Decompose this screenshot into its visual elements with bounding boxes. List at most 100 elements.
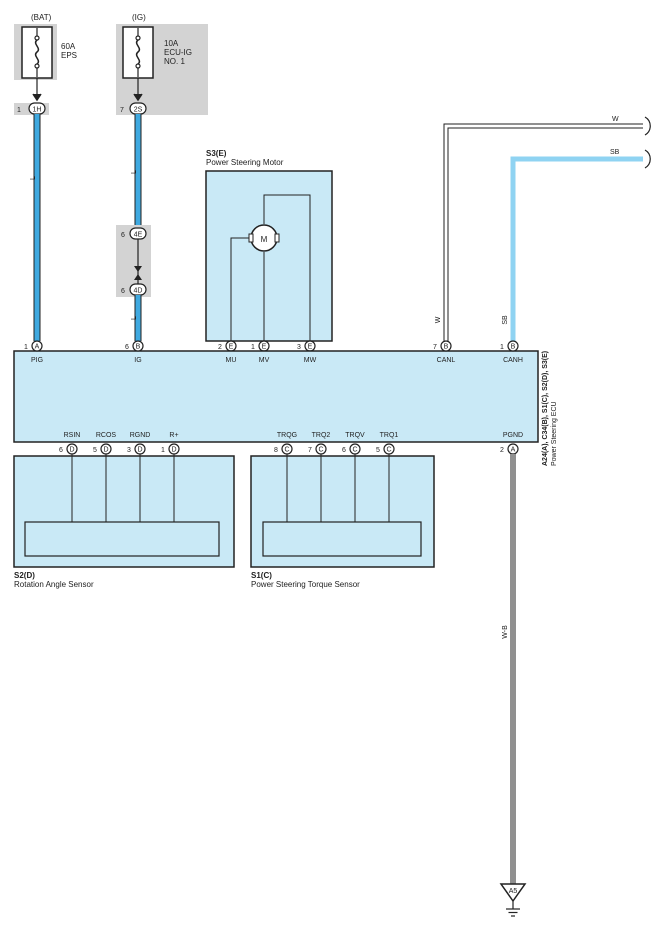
pin-number: 1 bbox=[251, 344, 255, 351]
ecu-label-mw: MW bbox=[304, 357, 317, 364]
ground-code: A5 bbox=[509, 888, 518, 895]
pin-conn: C bbox=[284, 447, 289, 454]
arrow-down-icon bbox=[134, 266, 142, 272]
torque-sensor-box[interactable] bbox=[250, 455, 435, 568]
pin-number: 1 bbox=[24, 344, 28, 351]
pin-number: 6 bbox=[59, 447, 63, 454]
torque-pin-trq1[interactable]: 5 C bbox=[376, 443, 395, 455]
rotation-pin-rplus[interactable]: 1 D bbox=[161, 443, 180, 455]
wire-canl[interactable] bbox=[443, 116, 651, 341]
ig-wire-color-lower: L bbox=[131, 316, 138, 320]
pin-conn: D bbox=[103, 447, 108, 454]
canh-wire-color-top: SB bbox=[610, 149, 620, 156]
ecu-pin-ig[interactable]: 6 B IG bbox=[125, 340, 144, 364]
torque-sensor-code: S1(C) bbox=[251, 571, 272, 580]
rotation-angle-sensor: 6 D 5 D 3 D 1 D S2(D) Rotation Angle Sen… bbox=[13, 443, 235, 589]
rotation-pin-rcos[interactable]: 5 D bbox=[93, 443, 112, 455]
pin-conn: A bbox=[511, 447, 516, 454]
pin-conn: E bbox=[262, 344, 267, 351]
ig-wire-color-upper: L bbox=[131, 170, 138, 174]
pin-conn: A bbox=[35, 344, 40, 351]
motor-name: Power Steering Motor bbox=[206, 158, 284, 167]
torque-pin-trqv[interactable]: 6 C bbox=[342, 443, 361, 455]
junction-bottom-pin: 6 bbox=[121, 288, 125, 295]
pin-number: 2 bbox=[218, 344, 222, 351]
ig-label: (IG) bbox=[132, 13, 146, 22]
rotation-pin-rsin[interactable]: 6 D bbox=[59, 443, 78, 455]
pin-conn: B bbox=[511, 344, 516, 351]
ecu-label-trqg: TRQG bbox=[277, 432, 297, 439]
motor-pin-mw[interactable]: 3 E bbox=[297, 340, 316, 352]
ecu-label-rgnd: RGND bbox=[130, 432, 151, 439]
pin-conn: C bbox=[386, 447, 391, 454]
fuse-icon bbox=[34, 28, 40, 77]
junction-bottom-code: 4D bbox=[134, 288, 143, 295]
ecu-pin-canl[interactable]: 7 B CANL bbox=[433, 340, 456, 364]
pin-number: 3 bbox=[297, 344, 301, 351]
motor-pin-mv[interactable]: 1 E bbox=[251, 340, 270, 352]
pin-conn: D bbox=[69, 447, 74, 454]
bat-fuse-rating: 60A bbox=[61, 42, 76, 51]
motor-symbol: M bbox=[261, 235, 268, 244]
ecu-pin-pig[interactable]: 1 A PIG bbox=[24, 340, 43, 364]
torque-pin-trq2[interactable]: 7 C bbox=[308, 443, 327, 455]
junction-top-code: 4E bbox=[134, 232, 143, 239]
ecu-box[interactable] bbox=[13, 350, 539, 443]
pin-number: 7 bbox=[308, 447, 312, 454]
arrow-up-icon bbox=[134, 274, 142, 280]
power-steering-motor: S3(E) Power Steering Motor M 2 E 1 E 3 E bbox=[205, 149, 333, 352]
pin-number: 5 bbox=[376, 447, 380, 454]
ground-point[interactable]: A5 bbox=[499, 883, 527, 917]
ig-connector-pin: 7 bbox=[120, 107, 124, 114]
pin-conn: C bbox=[352, 447, 357, 454]
power-steering-ecu: 1 A PIG 6 B IG MU MV MW 7 B CANL 1 B CAN… bbox=[13, 340, 558, 466]
pin-number: 1 bbox=[500, 344, 504, 351]
pin-number: 6 bbox=[342, 447, 346, 454]
bat-wire-color: L bbox=[30, 176, 37, 180]
torque-sensor-element bbox=[262, 521, 422, 557]
pin-number: 3 bbox=[127, 447, 131, 454]
ecu-label-mv: MV bbox=[259, 357, 270, 364]
pin-number: 8 bbox=[274, 447, 278, 454]
pin-label: CANL bbox=[437, 357, 456, 364]
ig-fuse-name-line1: ECU-IG bbox=[164, 48, 192, 57]
ecu-label-trq1: TRQ1 bbox=[380, 432, 399, 439]
junction-top-pin: 6 bbox=[121, 232, 125, 239]
pin-conn: E bbox=[229, 344, 234, 351]
ig-fuse-rating: 10A bbox=[164, 39, 179, 48]
canl-wire-color: W bbox=[435, 316, 442, 323]
ecu-label-trqv: TRQV bbox=[345, 432, 365, 439]
pin-conn: B bbox=[444, 344, 449, 351]
motor-code: S3(E) bbox=[206, 149, 227, 158]
wire-break-icon bbox=[644, 116, 651, 136]
ig-fuse-name-line2: NO. 1 bbox=[164, 57, 185, 66]
motor-box[interactable] bbox=[205, 170, 333, 342]
bat-connector-pin: 1 bbox=[17, 107, 21, 114]
torque-pin-trqg[interactable]: 8 C bbox=[274, 443, 293, 455]
pin-number: 6 bbox=[125, 344, 129, 351]
wire-break-icon bbox=[644, 149, 651, 169]
motor-icon: M bbox=[248, 224, 280, 252]
ecu-code: A24(A), C34(B), S1(C), S2(D), S3(E) bbox=[542, 351, 549, 466]
arrow-down-icon bbox=[133, 93, 143, 102]
bat-label: (BAT) bbox=[31, 13, 52, 22]
rotation-sensor-box[interactable] bbox=[13, 455, 235, 568]
ecu-label-rplus: R+ bbox=[169, 432, 178, 439]
ecu-label-pgnd: PGND bbox=[503, 432, 523, 439]
motor-pin-mu[interactable]: 2 E bbox=[218, 340, 237, 352]
pin-number: 5 bbox=[93, 447, 97, 454]
ecu-pin-pgnd[interactable]: 2 A bbox=[500, 443, 519, 455]
rotation-pin-rgnd[interactable]: 3 D bbox=[127, 443, 146, 455]
pin-conn: D bbox=[137, 447, 142, 454]
rotation-sensor-code: S2(D) bbox=[14, 571, 35, 580]
rotation-sensor-name: Rotation Angle Sensor bbox=[14, 580, 94, 589]
pin-conn: C bbox=[318, 447, 323, 454]
torque-sensor-name: Power Steering Torque Sensor bbox=[251, 580, 360, 589]
pin-number: 1 bbox=[161, 447, 165, 454]
ground-icon bbox=[506, 901, 520, 917]
ecu-pin-canh[interactable]: 1 B CANH bbox=[500, 340, 523, 364]
pin-label: PIG bbox=[31, 357, 43, 364]
ig-connector-code: 2S bbox=[134, 107, 143, 114]
wire-canh[interactable] bbox=[510, 149, 651, 341]
